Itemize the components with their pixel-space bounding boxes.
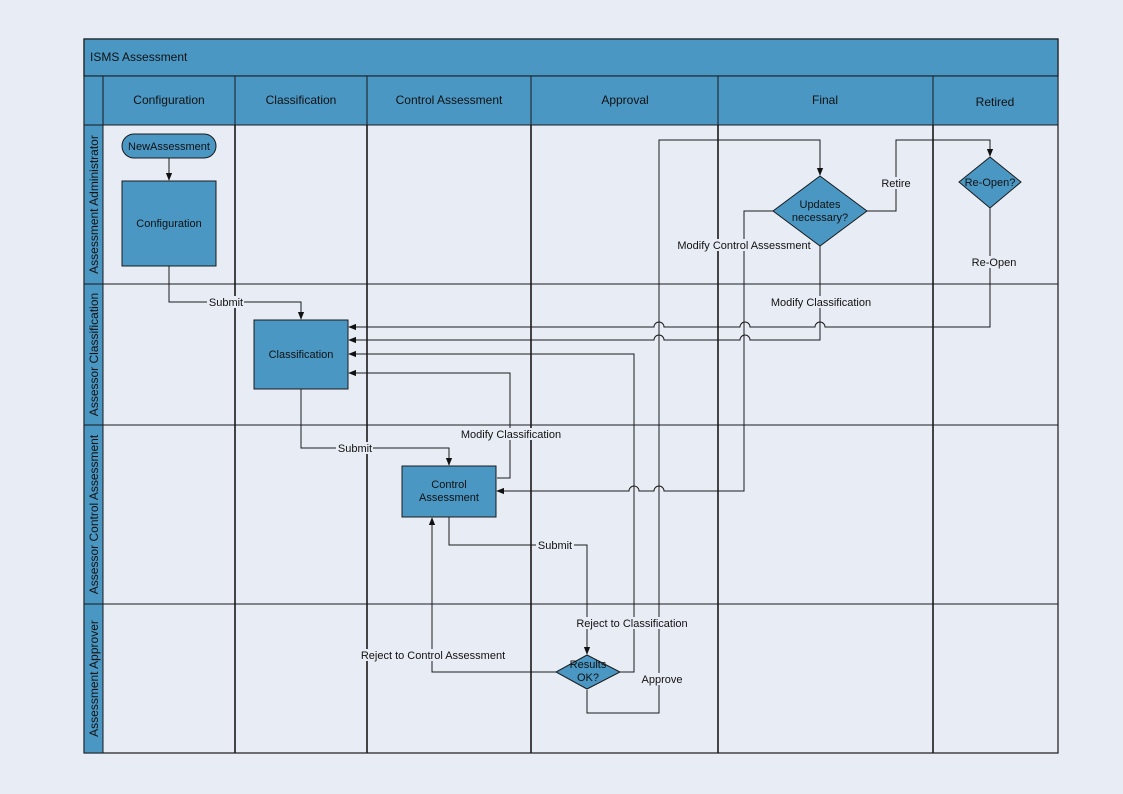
phase-header-classification xyxy=(234,75,368,126)
edge-reject-to-control xyxy=(428,517,556,673)
phase-separators xyxy=(234,125,934,753)
re-open-decision-label: Re-Open? xyxy=(965,177,1016,189)
control-assessment-label-line2: Assessment xyxy=(419,492,479,504)
configuration-process xyxy=(121,180,217,267)
phase-header-final xyxy=(717,75,934,126)
control-assessment-process xyxy=(401,465,497,518)
edge-control-submit xyxy=(448,517,591,655)
label-submit-1: Submit xyxy=(209,297,243,309)
lane-label-assessor-control-assessment: Assessor Control Assessment xyxy=(87,434,101,594)
label-submit-2: Submit xyxy=(338,443,372,455)
label-modify-classification-2: Modify Classification xyxy=(771,297,871,309)
edge-approve xyxy=(586,139,824,714)
lane-separators xyxy=(103,283,1058,605)
updates-necessary-label-line2: necessary? xyxy=(792,212,848,224)
phase-label-classification: Classification xyxy=(266,93,337,107)
phase-header-corner xyxy=(83,75,104,126)
phase-header-retired xyxy=(932,75,1059,126)
edge-updates-modify-classification xyxy=(348,246,821,344)
label-modify-control-assessment: Modify Control Assessment xyxy=(677,240,810,252)
label-reject-to-classification: Reject to Classification xyxy=(576,618,687,630)
lane-label-assessment-administrator: Assessment Administrator xyxy=(87,135,101,274)
phase-label-control-assessment: Control Assessment xyxy=(396,93,503,107)
configuration-label: Configuration xyxy=(136,218,201,230)
new-assessment-label: NewAssessment xyxy=(128,141,210,153)
label-re-open: Re-Open xyxy=(972,257,1017,269)
edge-reject-to-classification xyxy=(348,350,635,673)
classification-process xyxy=(253,319,349,390)
phase-header-configuration xyxy=(102,75,236,126)
edge-classification-submit xyxy=(300,389,453,466)
control-assessment-label-line1: Control xyxy=(431,479,466,491)
edge-labels: Submit Submit Submit Modify Classificati… xyxy=(207,177,1018,686)
label-reject-to-control-assessment: Reject to Control Assessment xyxy=(361,650,505,662)
edge-updates-modify-control xyxy=(496,210,773,495)
results-ok-label-line2: OK? xyxy=(577,672,599,684)
phase-label-retired: Retired xyxy=(976,95,1015,109)
diagram-title: ISMS Assessment xyxy=(90,50,188,64)
results-ok-decision xyxy=(554,654,622,690)
phase-header-approval xyxy=(530,75,719,126)
phase-header-control-assessment xyxy=(366,75,532,126)
phase-label-configuration: Configuration xyxy=(133,93,204,107)
diagram-frame xyxy=(83,38,1059,754)
edge-retire xyxy=(867,139,994,212)
label-submit-3: Submit xyxy=(538,540,572,552)
label-modify-classification-1: Modify Classification xyxy=(461,429,561,441)
lane-label-assessment-approver: Assessment Approver xyxy=(87,620,101,737)
label-approve: Approve xyxy=(642,674,683,686)
edge-control-modify-classification xyxy=(348,369,511,479)
edge-re-open xyxy=(348,208,991,331)
classification-label: Classification xyxy=(269,349,334,361)
updates-necessary-label-line1: Updates xyxy=(800,199,841,211)
re-open-decision xyxy=(958,156,1022,209)
lane-header-assessment-approver xyxy=(83,603,104,754)
label-retire: Retire xyxy=(881,178,910,190)
updates-necessary-decision xyxy=(772,175,868,247)
phase-label-approval: Approval xyxy=(601,93,648,107)
results-ok-label-line1: Results xyxy=(570,659,607,671)
new-assessment-terminator xyxy=(121,133,217,159)
phase-label-final: Final xyxy=(812,93,838,107)
lane-label-assessor-classification: Assessor Classification xyxy=(87,293,101,416)
title-bar xyxy=(83,38,1059,77)
